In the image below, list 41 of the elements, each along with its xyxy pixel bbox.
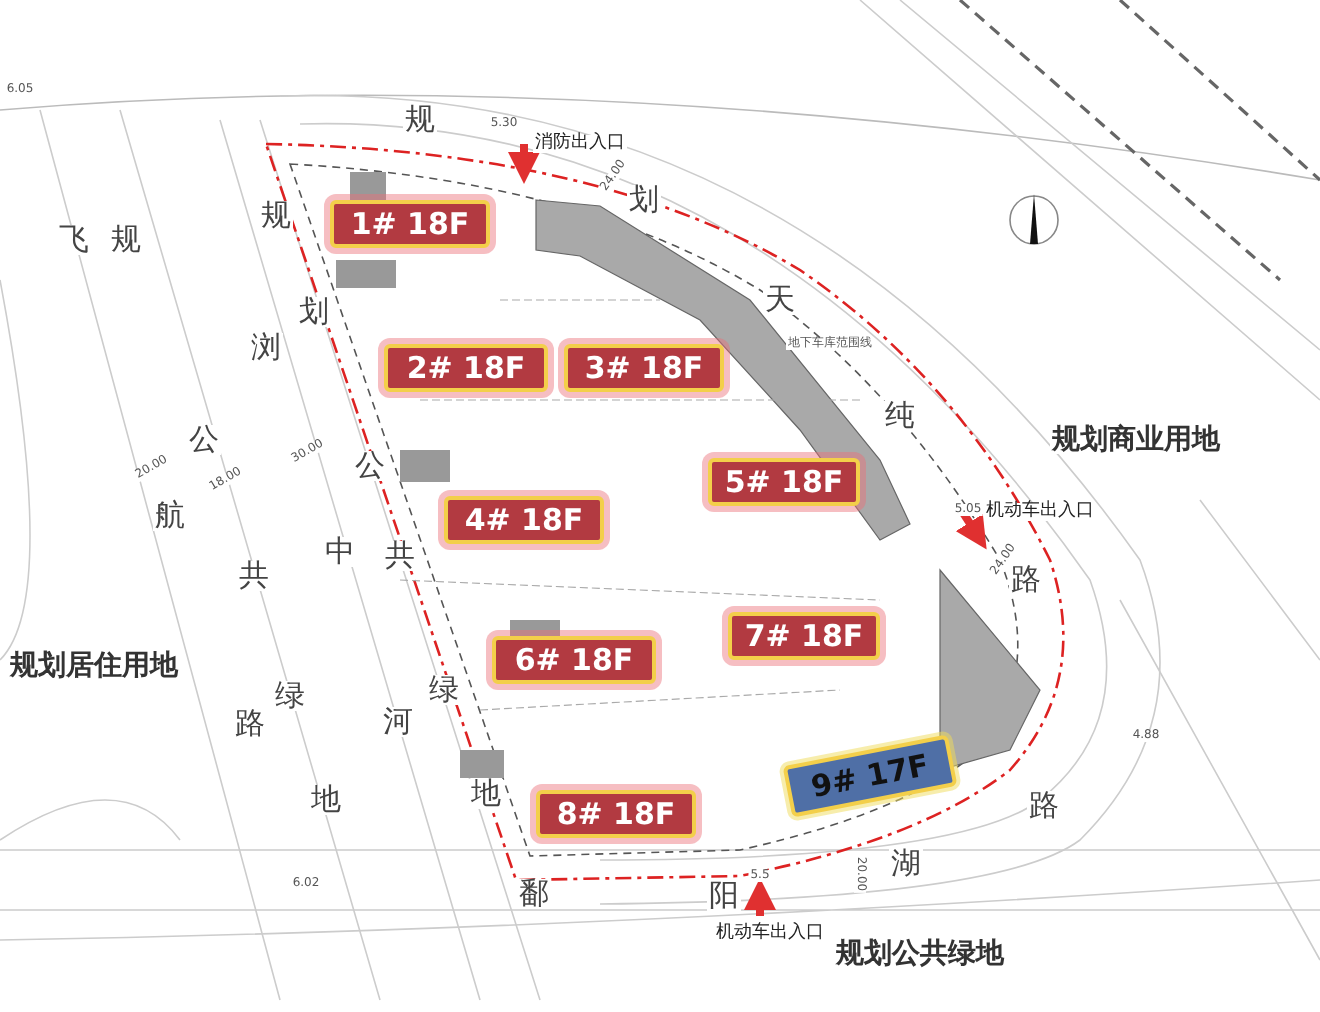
- road-name: 路: [1027, 791, 1061, 821]
- building-block: 8# 18F: [536, 790, 696, 838]
- road-name: 天: [763, 285, 797, 315]
- building-block: 5# 18F: [708, 458, 860, 506]
- road-name: 路: [233, 709, 267, 739]
- road-name: 规: [109, 225, 143, 255]
- road-name: 划: [627, 185, 661, 215]
- road-name: 湖: [889, 849, 923, 879]
- road-name: 共: [237, 561, 271, 591]
- building-block: 4# 18F: [444, 496, 604, 544]
- building-block: 7# 18F: [728, 612, 880, 660]
- road-name: 阳: [707, 881, 741, 911]
- building-block: 6# 18F: [492, 636, 656, 684]
- land-use-label: 规划商业用地: [1050, 426, 1222, 454]
- road-name: 规: [259, 201, 293, 231]
- land-use-label: 规划居住用地: [8, 652, 180, 680]
- road-name: 浏: [249, 333, 283, 363]
- entrance-label: 机动车出入口: [984, 503, 1096, 521]
- road-name: 路: [1009, 565, 1043, 595]
- land-use-label: 规划公共绿地: [834, 940, 1006, 968]
- road-name: 划: [297, 297, 331, 327]
- road-name: 河: [381, 707, 415, 737]
- road-name: 地: [309, 785, 343, 815]
- road-name: 绿: [427, 675, 461, 705]
- road-name: 地: [469, 779, 503, 809]
- road-name: 航: [153, 501, 187, 531]
- road-name: 纯: [883, 401, 917, 431]
- building-block: 2# 18F: [384, 344, 548, 392]
- building-block: 9# 17F: [782, 734, 958, 818]
- road-name: 公: [353, 451, 387, 481]
- entrance-label: 机动车出入口: [714, 925, 826, 943]
- road-name: 共: [383, 541, 417, 571]
- road-name: 绿: [273, 681, 307, 711]
- entrance-label: 消防出入口: [533, 135, 627, 153]
- road-name: 鄱: [517, 879, 551, 909]
- road-name: 飞: [57, 225, 91, 255]
- building-block: 1# 18F: [330, 200, 490, 248]
- road-name: 规: [403, 105, 437, 135]
- road-name: 公: [187, 425, 221, 455]
- road-name: 中: [323, 537, 357, 567]
- building-block: 3# 18F: [564, 344, 724, 392]
